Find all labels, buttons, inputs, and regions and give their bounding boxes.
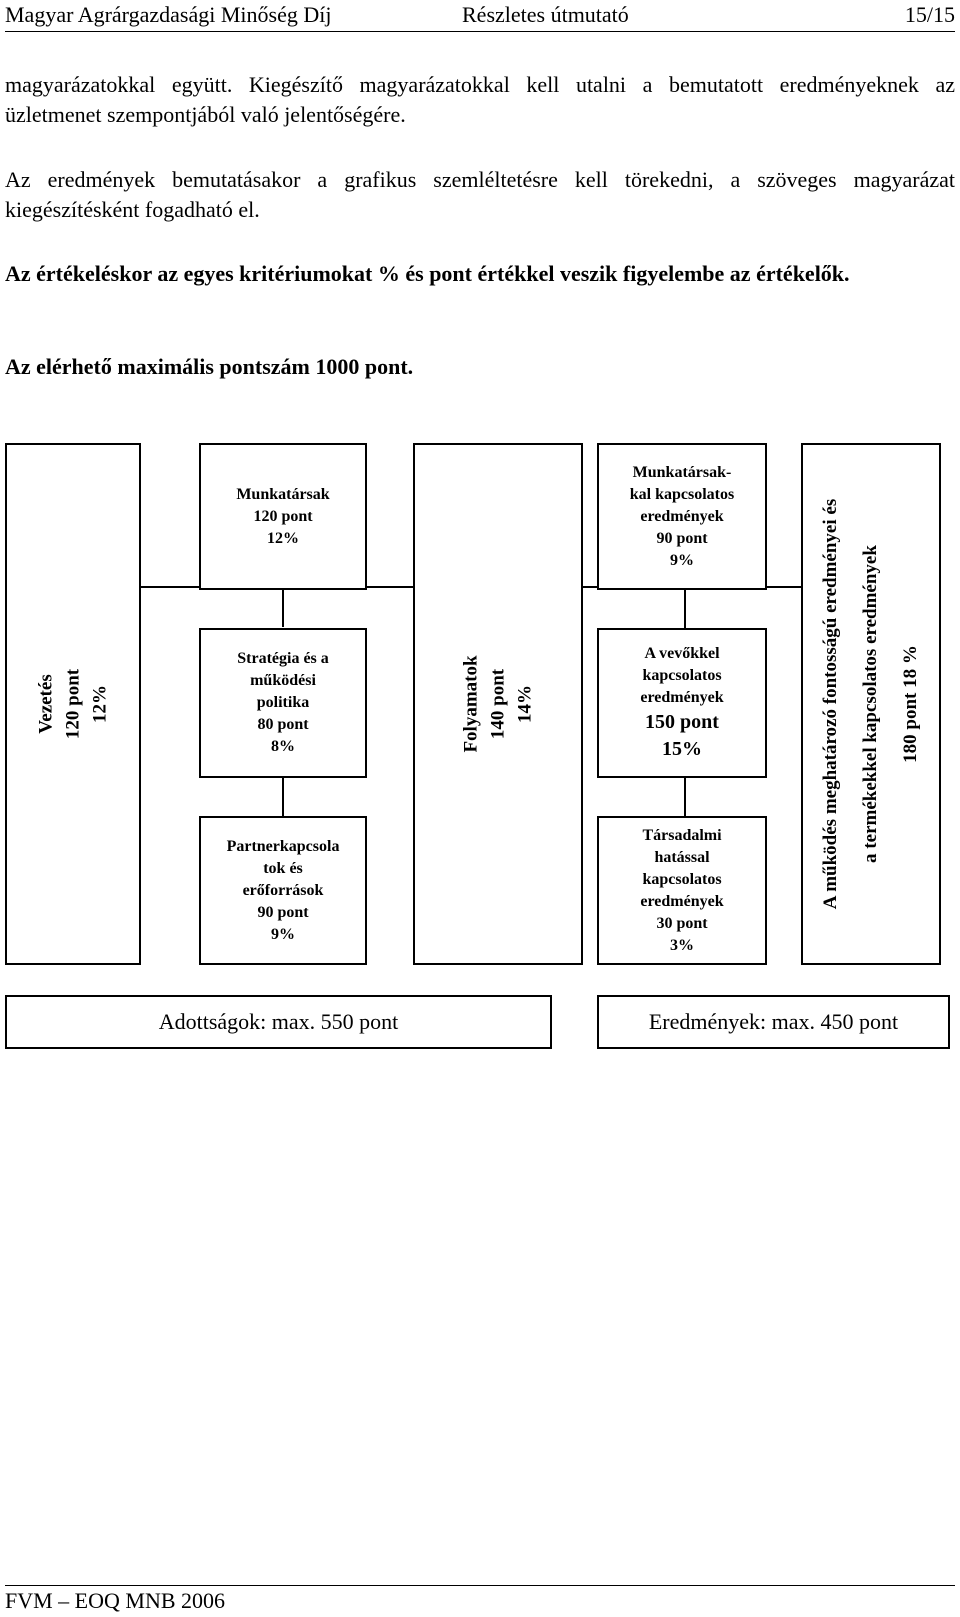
- munk-eredm-points: 90 pont: [656, 529, 708, 547]
- munkatarsak-points: 120 pont: [253, 507, 313, 525]
- vezetes-points: 120 pont: [62, 668, 84, 740]
- header-rule: [5, 31, 955, 32]
- header-title: Magyar Agrárgazdasági Minőség Díj: [5, 2, 332, 27]
- vevo-line-3: eredmények: [640, 689, 724, 706]
- mukodes-points: 180 pont 18 %: [900, 645, 921, 763]
- header-subtitle: Részletes útmutató: [462, 2, 629, 27]
- munk-eredm-line-2: kal kapcsolatos: [629, 485, 735, 503]
- folyamatok-title: Folyamatok: [460, 655, 482, 753]
- tarsadalmi-points: 30 pont: [656, 914, 708, 932]
- munk-eredm-line-1: Munkatársak-: [632, 463, 732, 481]
- partner-line-3: erőforrások: [242, 881, 324, 899]
- paragraph-4: Az elérhető maximális pontszám 1000 pont…: [5, 354, 414, 379]
- box-folyamatok: Folyamatok 140 pont 14%: [413, 443, 583, 965]
- box-eredmenyek: Eredmények: max. 450 pont: [597, 995, 950, 1049]
- page-footer: FVM – EOQ MNB 2006: [5, 1588, 226, 1613]
- box-adottsagok: Adottságok: max. 550 pont: [5, 995, 552, 1049]
- strategia-points: 80 pont: [257, 716, 309, 733]
- box-vevo-eredmenyek: A vevőkkel kapcsolatos eredmények 150 po…: [597, 628, 767, 778]
- box-strategia: Stratégia és a működési politika 80 pont…: [199, 628, 367, 778]
- connector-results: [764, 586, 804, 588]
- mukodes-line-2: a termékekkel kapcsolatos eredmények: [860, 545, 881, 863]
- partner-percent: 9%: [271, 925, 295, 943]
- box-partnerkapcsolatok: Partnerkapcsola tok és erőforrások 90 po…: [199, 816, 367, 965]
- tarsadalmi-line-3: kapcsolatos: [642, 870, 722, 888]
- vevo-points: 150 pont: [645, 711, 719, 733]
- header-page-number: 15/15: [904, 2, 955, 27]
- vevo-line-1: A vevőkkel: [644, 645, 720, 662]
- page-header: Magyar Agrárgazdasági Minőség Díj Részle…: [5, 0, 955, 30]
- vevo-line-2: kapcsolatos: [642, 667, 722, 684]
- box-munkatarsak: Munkatársak 120 pont 12%: [199, 443, 367, 590]
- spine-results-top: [684, 590, 686, 632]
- mukodes-line-1: A működés meghatározó fontosságú eredmén…: [820, 498, 841, 910]
- box-munkatarsak-eredmenyek: Munkatársak- kal kapcsolatos eredmények …: [597, 443, 767, 590]
- partner-points: 90 pont: [257, 903, 309, 921]
- connector-enablers: [364, 586, 416, 588]
- folyamatok-points: 140 pont: [487, 668, 509, 740]
- box-tarsadalmi-eredmenyek: Társadalmi hatással kapcsolatos eredmény…: [597, 816, 767, 965]
- spine-enablers-bottom: [282, 776, 284, 818]
- tarsadalmi-line-4: eredmények: [640, 892, 724, 910]
- paragraph-3: Az értékeléskor az egyes kritériumokat %…: [5, 261, 850, 286]
- strategia-percent: 8%: [271, 738, 295, 755]
- munk-eredm-percent: 9%: [670, 551, 694, 569]
- eredmenyek-label: Eredmények: max. 450 pont: [648, 1009, 899, 1034]
- strategia-line-1: Stratégia és a: [237, 650, 329, 667]
- box-mukodes-eredmenyek: A működés meghatározó fontosságú eredmén…: [801, 443, 941, 965]
- footer-rule: [5, 1585, 955, 1586]
- folyamatok-percent: 14%: [514, 685, 536, 724]
- spine-results-bottom: [684, 776, 686, 818]
- munk-eredm-line-3: eredmények: [640, 507, 724, 525]
- strategia-line-2: működési: [250, 672, 316, 689]
- partner-line-1: Partnerkapcsola: [226, 837, 340, 855]
- connector-vezetes: [138, 586, 202, 588]
- vevo-percent: 15%: [662, 738, 702, 760]
- partner-line-2: tok és: [263, 859, 303, 877]
- tarsadalmi-line-1: Társadalmi: [642, 826, 722, 844]
- vezetes-title: Vezetés: [35, 674, 57, 734]
- adottsagok-label: Adottságok: max. 550 pont: [158, 1009, 399, 1034]
- connector-folyamatok: [580, 586, 600, 588]
- tarsadalmi-percent: 3%: [670, 936, 694, 954]
- munkatarsak-percent: 12%: [267, 529, 299, 547]
- paragraph-2: Az eredmények bemutatásakor a grafikus s…: [5, 167, 955, 222]
- strategia-line-3: politika: [256, 694, 310, 711]
- box-vezetes: Vezetés 120 pont 12%: [5, 443, 141, 965]
- tarsadalmi-line-2: hatással: [654, 848, 710, 866]
- vezetes-percent: 12%: [89, 685, 111, 723]
- paragraph-1: magyarázatokkal együtt. Kiegészítő magya…: [5, 72, 955, 127]
- munkatarsak-title: Munkatársak: [236, 485, 330, 503]
